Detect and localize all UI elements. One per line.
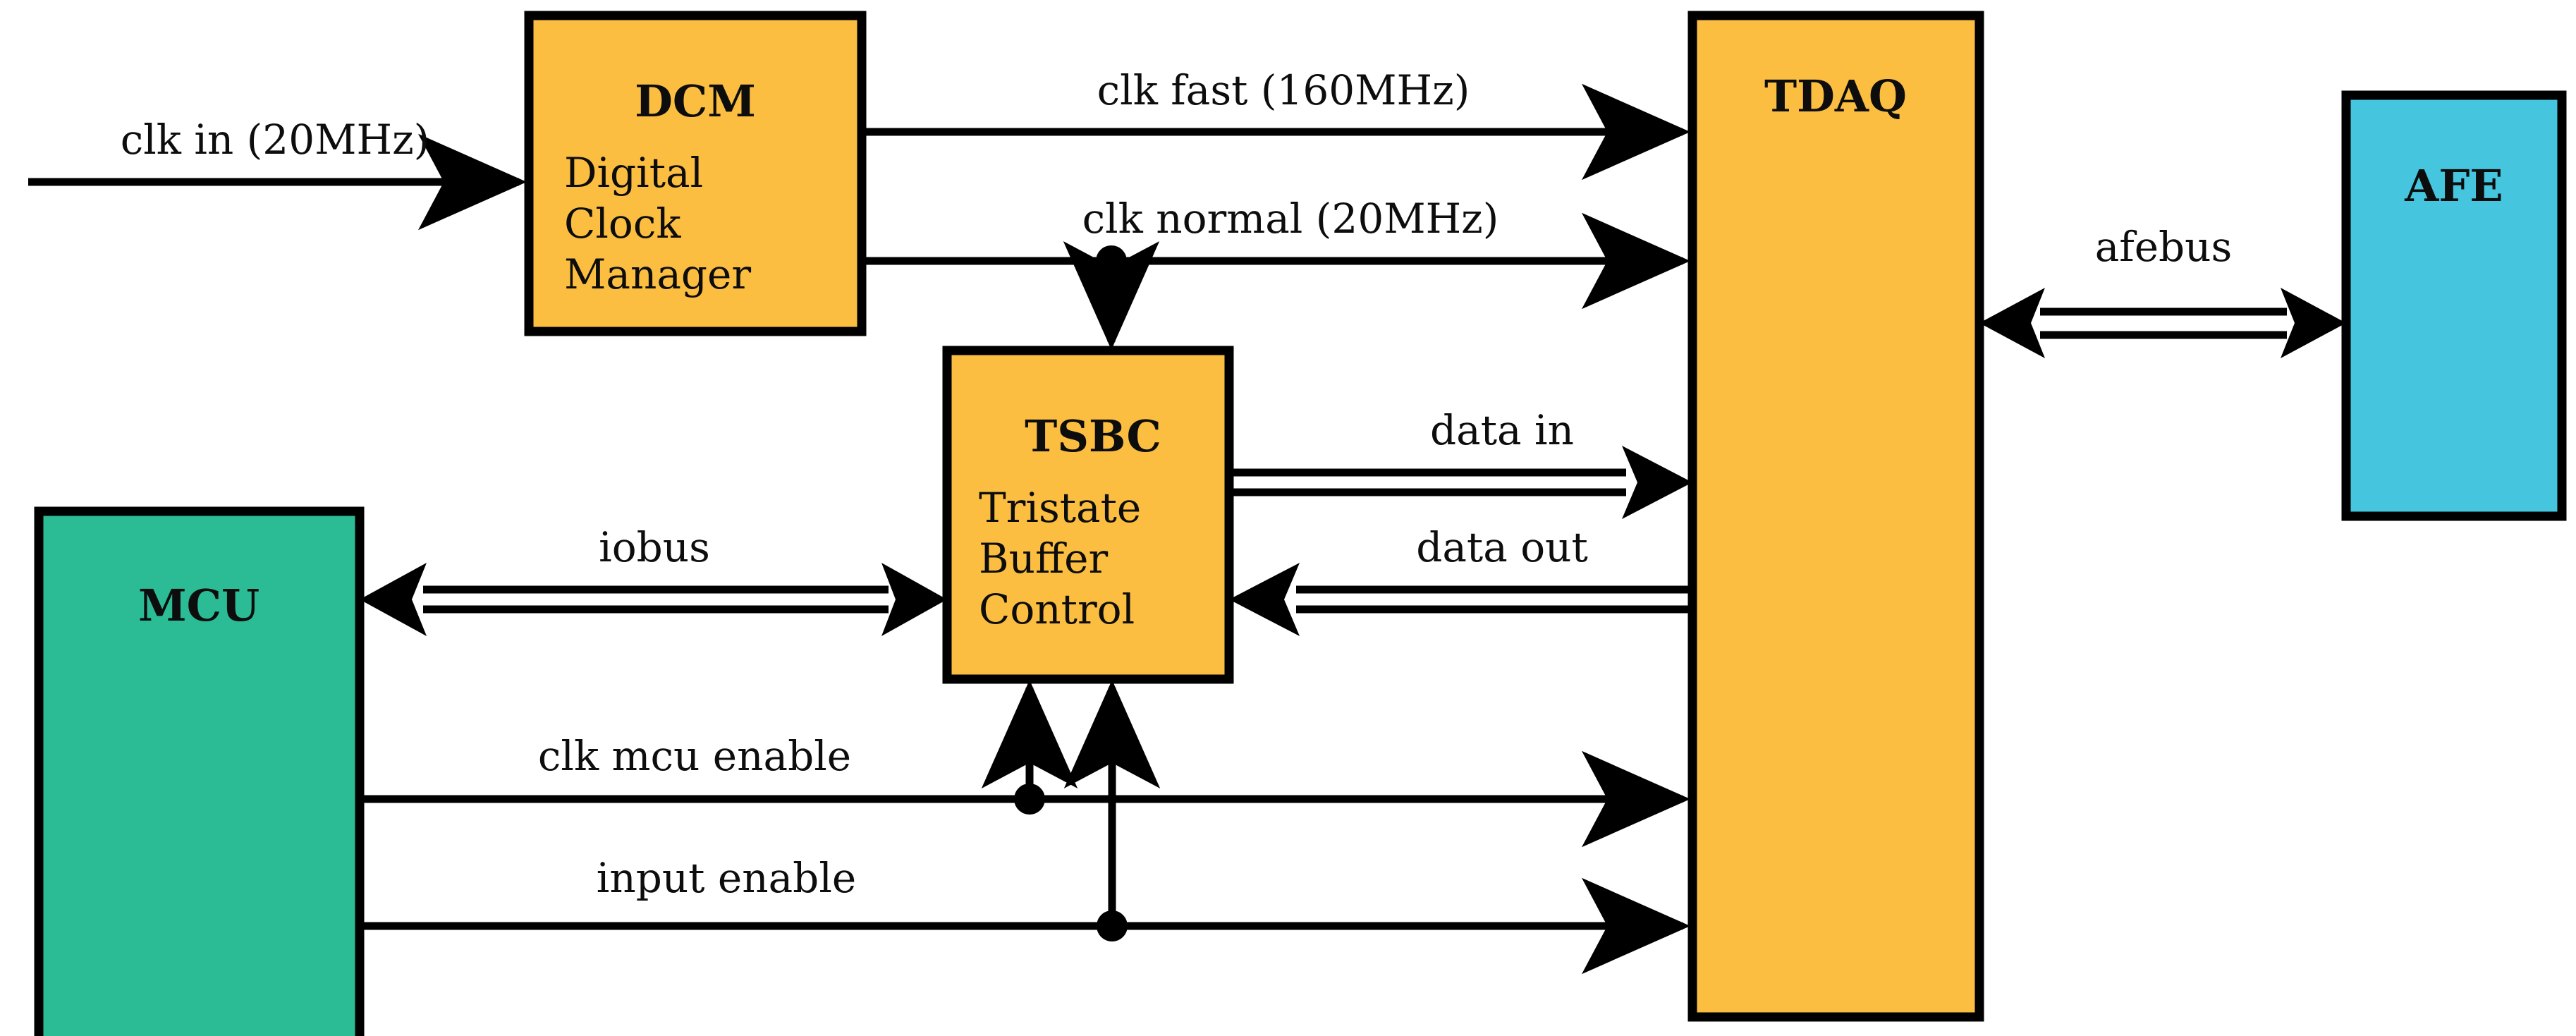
signal-afebus-label: afebus <box>2095 223 2233 271</box>
block-tdaq-rect <box>1687 11 1984 1022</box>
signal-data-out-label: data out <box>1416 523 1588 571</box>
block-tdaq[interactable]: TDAQ <box>1687 11 1984 1022</box>
block-tsbc-title: TSBC <box>1025 410 1161 462</box>
block-tdaq-title: TDAQ <box>1764 71 1907 122</box>
block-tsbc-subtitle-line-1: Tristate <box>979 484 1141 532</box>
signal-iobus-arrowhead-right <box>881 563 947 636</box>
signal-afebus: afebus <box>1979 223 2346 358</box>
signal-iobus-arrowhead-left <box>360 563 427 636</box>
junction-dot-clk-normal <box>1096 245 1127 276</box>
block-mcu[interactable]: MCU <box>34 506 365 1036</box>
block-mcu-rect <box>34 506 365 1036</box>
block-dcm-rect <box>524 11 867 336</box>
block-tsbc-rect <box>942 346 1234 684</box>
signal-afebus-arrowhead-left <box>1979 288 2045 358</box>
signal-data-in-label: data in <box>1430 406 1574 454</box>
block-dcm-subtitle-line-1: Digital <box>564 149 703 197</box>
signal-afebus-arrowhead-right <box>2281 288 2346 358</box>
signal-data-out-arrowhead <box>1229 563 1300 636</box>
block-dcm-subtitle-line-2: Clock <box>564 200 681 248</box>
signal-clk-in-label: clk in (20MHz) <box>121 116 430 164</box>
block-tsbc[interactable]: TSBC Tristate Buffer Control <box>942 346 1234 684</box>
signal-clk-fast-label: clk fast (160MHz) <box>1097 66 1470 114</box>
block-dcm-subtitle-line-3: Manager <box>564 250 751 298</box>
block-dcm-title: DCM <box>635 75 756 127</box>
signal-clk-normal: clk normal (20MHz) <box>862 195 1690 350</box>
block-tsbc-subtitle-line-2: Buffer <box>979 535 1109 583</box>
signal-clk-mcu-enable-label: clk mcu enable <box>538 732 851 780</box>
block-dcm[interactable]: DCM Digital Clock Manager <box>524 11 867 336</box>
signal-data-in-arrowhead <box>1622 446 1692 519</box>
signal-input-enable: input enable <box>360 680 1690 975</box>
signal-clk-mcu-enable: clk mcu enable <box>360 680 1690 848</box>
signal-input-enable-label: input enable <box>597 854 856 902</box>
block-afe-rect <box>2341 90 2567 521</box>
signal-data-in: data in <box>1229 406 1692 519</box>
block-tsbc-subtitle-line-3: Control <box>979 585 1135 633</box>
signal-data-out: data out <box>1229 523 1692 636</box>
block-mcu-title: MCU <box>138 580 260 631</box>
junction-dot-clk-mcu-enable <box>1014 784 1045 815</box>
signal-iobus-label: iobus <box>599 523 710 571</box>
signal-clk-in: clk in (20MHz) <box>28 116 527 231</box>
block-afe-title: AFE <box>2404 160 2503 212</box>
signal-clk-normal-label: clk normal (20MHz) <box>1082 195 1499 243</box>
signal-clk-fast: clk fast (160MHz) <box>862 66 1690 181</box>
block-afe[interactable]: AFE <box>2341 90 2567 521</box>
signal-iobus: iobus <box>360 523 947 636</box>
junction-dot-input-enable <box>1097 910 1128 941</box>
